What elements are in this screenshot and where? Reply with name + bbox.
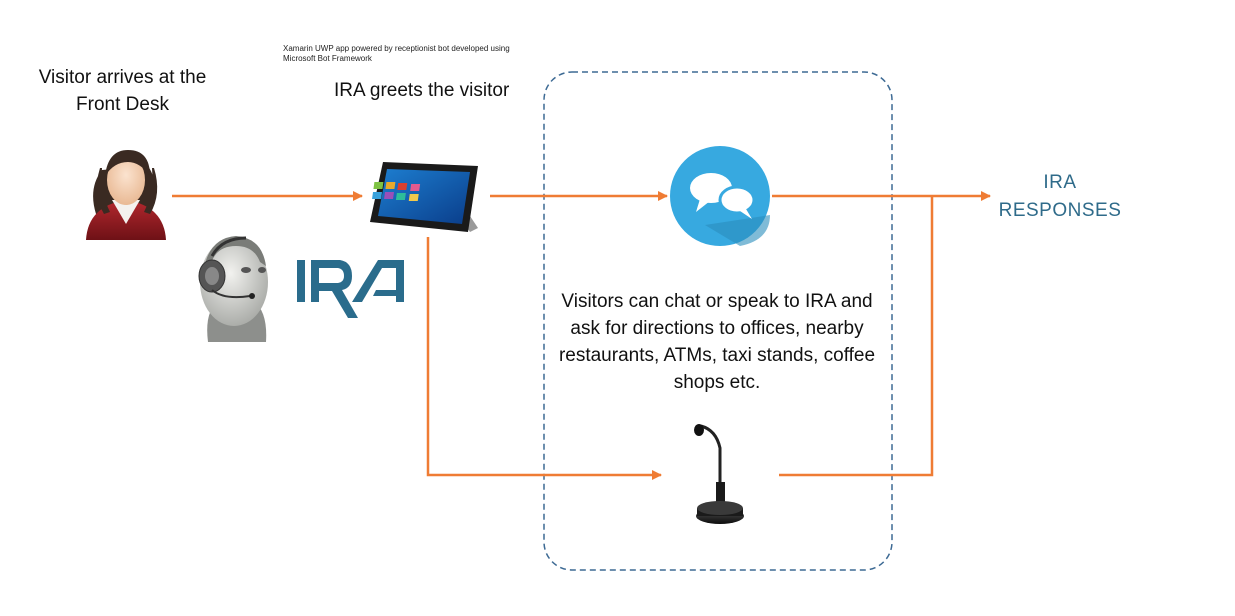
arrow-tablet-to-mic — [426, 237, 662, 480]
app-note: Xamarin UWP app powered by receptionist … — [283, 44, 510, 63]
microphone-icon — [694, 424, 744, 524]
responses-label: IRA RESPONSES — [998, 172, 1122, 221]
ira-logo — [297, 260, 404, 318]
body-text: Visitors can chat or speak to IRA and as… — [558, 291, 876, 393]
dashed-container — [543, 71, 893, 571]
robot-icon — [198, 236, 268, 342]
chat-icon — [670, 146, 770, 246]
greets-label: IRA greets the visitor — [334, 80, 510, 101]
line-mic-to-responses — [779, 196, 934, 477]
tablet-icon — [370, 162, 478, 232]
visitor-label: Visitor arrives at the Front Desk — [38, 67, 207, 115]
visitor-icon — [86, 150, 166, 240]
